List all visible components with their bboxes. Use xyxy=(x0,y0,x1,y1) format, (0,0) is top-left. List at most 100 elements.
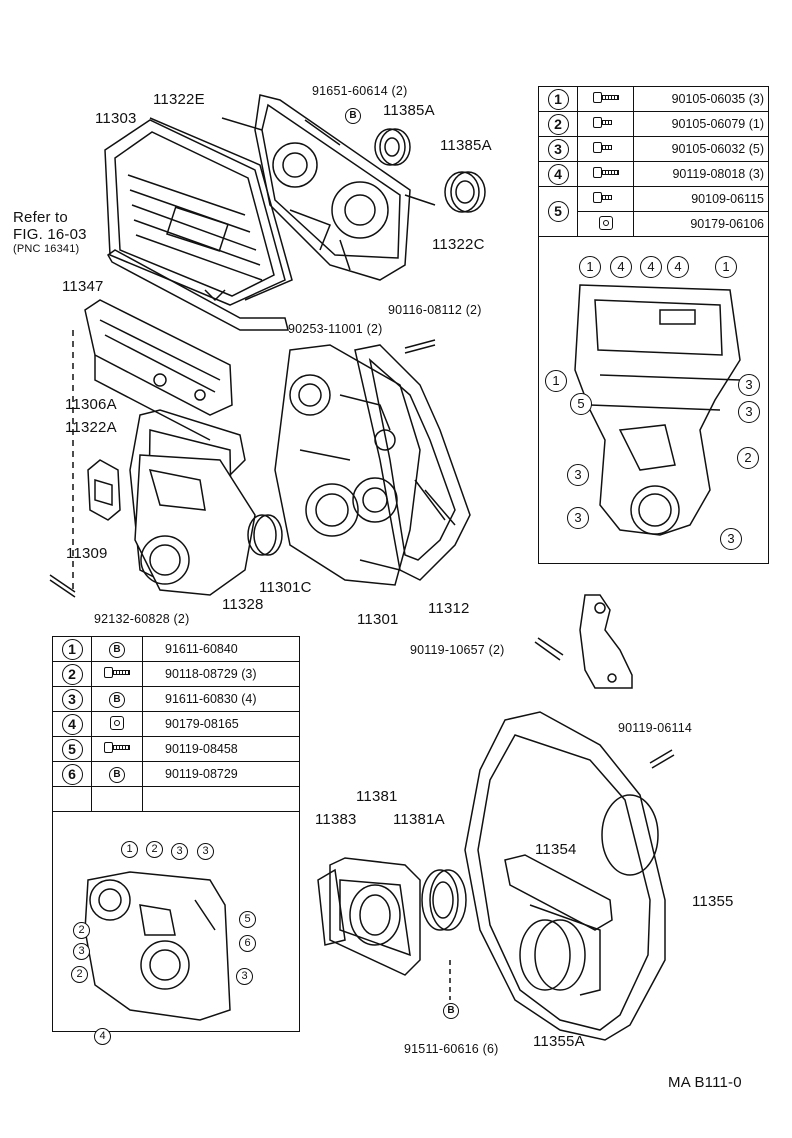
stud-92132 xyxy=(49,574,76,598)
label-90116-08112: 90116-08112 (2) xyxy=(388,303,482,317)
label-11355A: 11355A xyxy=(533,1033,585,1050)
label-91511-60616: 91511-60616 (6) xyxy=(404,1042,499,1056)
label-11309: 11309 xyxy=(66,545,108,562)
callout: 4 xyxy=(94,1028,111,1045)
bolt-icon xyxy=(592,192,619,203)
timing-cover-11306A xyxy=(84,299,233,441)
label-11301C: 11301C xyxy=(259,579,312,596)
table-row: 1 B 91611-60840 xyxy=(52,636,300,662)
b-washer-icon: B xyxy=(109,691,125,708)
part-number: 91611-60840 xyxy=(142,636,300,662)
callout: 3 xyxy=(567,507,589,529)
callout: 2 xyxy=(71,966,88,983)
callout: 5 xyxy=(239,911,256,928)
label-90119-10657: 90119-10657 (2) xyxy=(410,643,505,657)
callout: 2 xyxy=(737,447,759,469)
label-11322E: 11322E xyxy=(153,91,205,108)
row-number: 3 xyxy=(547,138,569,160)
callout: 2 xyxy=(146,841,163,858)
callout: 2 xyxy=(73,922,90,939)
label-11385A-lower: 11385A xyxy=(440,137,492,154)
part-number: 90179-08165 xyxy=(142,711,300,737)
callout: 1 xyxy=(121,841,138,858)
hole-cover-11355A xyxy=(519,904,601,996)
callout: 3 xyxy=(720,528,742,550)
bolt-icon xyxy=(592,117,619,128)
label-11303: 11303 xyxy=(95,110,137,127)
part-number: 90109-06115 xyxy=(633,186,769,212)
bolt-icon xyxy=(104,742,130,753)
seal-retainer-11381 xyxy=(329,857,421,976)
part-number: 90119-08458 xyxy=(142,736,300,762)
label-11355: 11355 xyxy=(692,893,734,910)
callout: 3 xyxy=(236,968,253,985)
stud-90116 xyxy=(404,339,436,354)
oil-seal-11301C xyxy=(247,514,283,556)
bolt-icon xyxy=(592,167,619,178)
inset-diagram-upper xyxy=(574,284,741,536)
bolt-table-upper: 1 90105-06035 (3) 2 90105-06079 (1) 3 90… xyxy=(538,86,769,237)
table-row: 5 90119-08458 xyxy=(52,736,300,762)
bolt-icon xyxy=(104,667,130,678)
table-row xyxy=(52,786,300,812)
part-number: 90105-06035 (3) xyxy=(633,86,769,112)
gasket-11383 xyxy=(317,868,346,946)
table-row: 4 90179-08165 xyxy=(52,711,300,737)
table-row: 90179-06106 xyxy=(539,211,769,237)
inset-diagram-lower xyxy=(84,871,231,1021)
label-pnc-16341: (PNC 16341) xyxy=(13,243,80,255)
b-washer-icon: B xyxy=(109,641,125,658)
table-row: 5 90109-06115 xyxy=(538,186,769,237)
bracket-11309 xyxy=(87,459,121,521)
label-92132-60828: 92132-60828 (2) xyxy=(94,612,190,626)
table-row: 3 90105-06032 (5) xyxy=(538,136,769,162)
row-number: 5 xyxy=(61,738,83,760)
bolt-90119-06114 xyxy=(649,749,675,769)
callout: 1 xyxy=(579,256,601,278)
end-plate-11355 xyxy=(464,711,666,1041)
part-number: 90105-06079 (1) xyxy=(633,111,769,137)
cover-plate-11322C xyxy=(254,94,436,281)
label-91651-60614: 91651-60614 (2) xyxy=(312,84,408,98)
label-refer-to: Refer to xyxy=(13,209,68,226)
footer-code: MA B111-0 xyxy=(668,1074,742,1091)
row-number: 4 xyxy=(61,713,83,735)
part-number: 90119-08018 (3) xyxy=(633,161,769,187)
label-90119-06114: 90119-06114 xyxy=(618,721,693,735)
bolt-table-lower: 1 B 91611-60840 2 90118-08729 (3) 3 B 91… xyxy=(52,636,300,812)
row-number: 2 xyxy=(61,663,83,685)
table-row: 3 B 91611-60830 (4) xyxy=(52,686,300,712)
row-number: 6 xyxy=(61,763,83,785)
b-washer-icon: B xyxy=(345,108,361,124)
row-number: 1 xyxy=(547,88,569,110)
oil-seal-upper xyxy=(374,128,411,166)
gasket-11312 xyxy=(354,344,471,581)
bolt-icon xyxy=(592,142,619,153)
label-11301: 11301 xyxy=(357,611,399,628)
b-washer-icon: B xyxy=(443,1003,459,1019)
label-11381: 11381 xyxy=(356,788,398,805)
table-row: 6 B 90119-08729 xyxy=(52,761,300,787)
b-washer-icon: B xyxy=(109,766,125,783)
bracket-right xyxy=(579,594,633,689)
part-number: 90118-08729 (3) xyxy=(142,661,300,687)
callout: 4 xyxy=(610,256,632,278)
callout: 4 xyxy=(667,256,689,278)
label-11322A: 11322A xyxy=(65,419,117,436)
label-11354: 11354 xyxy=(535,841,577,858)
part-number: 90105-06032 (5) xyxy=(633,136,769,162)
callout: 1 xyxy=(715,256,737,278)
label-11381A: 11381A xyxy=(393,811,445,828)
callout: 1 xyxy=(545,370,567,392)
callout: 3 xyxy=(73,943,90,960)
insulator-11354 xyxy=(504,854,613,931)
label-11383: 11383 xyxy=(315,811,357,828)
row-number: 3 xyxy=(61,688,83,710)
label-11347: 11347 xyxy=(62,278,104,295)
nut-icon xyxy=(598,215,613,230)
callout: 3 xyxy=(738,374,760,396)
row-number: 1 xyxy=(61,638,83,660)
table-row: 1 90105-06035 (3) xyxy=(538,86,769,112)
callout: 5 xyxy=(570,393,592,415)
